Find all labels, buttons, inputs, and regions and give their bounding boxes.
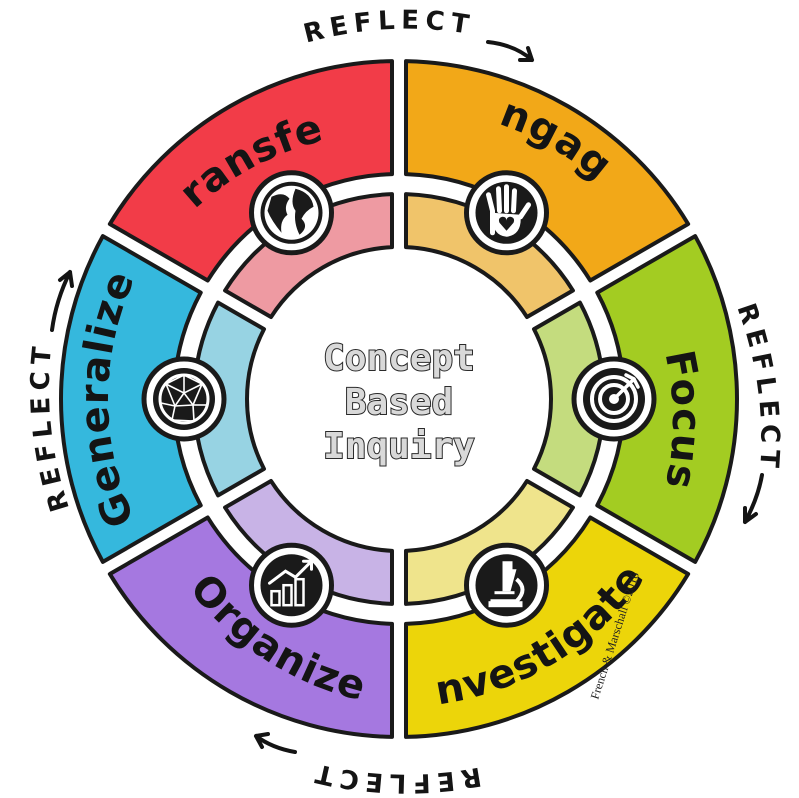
segment-generalize: Generalize (59, 234, 267, 564)
globe-icon (249, 170, 334, 256)
reflect-arrow (743, 473, 764, 524)
segments-layer: EngageFocusInvestigateOrganizeGeneralize… (0, 0, 739, 739)
reflect-label: REFLECT (307, 756, 483, 798)
segment-focus: Focus (531, 234, 739, 564)
reflect-label: REFLECT (301, 6, 477, 50)
reflect-arrow (486, 40, 534, 62)
handprint-heart-icon (464, 170, 549, 256)
reflect-arrow (254, 732, 297, 754)
reflect-arrow (50, 270, 74, 332)
target-icon (571, 356, 657, 442)
segment-label: Focus (656, 347, 709, 494)
microscope-icon (464, 542, 549, 628)
bar-chart-icon (249, 542, 334, 628)
network-sphere-icon (141, 356, 227, 442)
center-title-line: Concept (323, 338, 475, 379)
center-title-line: Inquiry (323, 426, 475, 467)
center-title-line: Based (345, 382, 453, 423)
center-circle (254, 254, 544, 544)
segment-organize: Organize (107, 478, 395, 739)
